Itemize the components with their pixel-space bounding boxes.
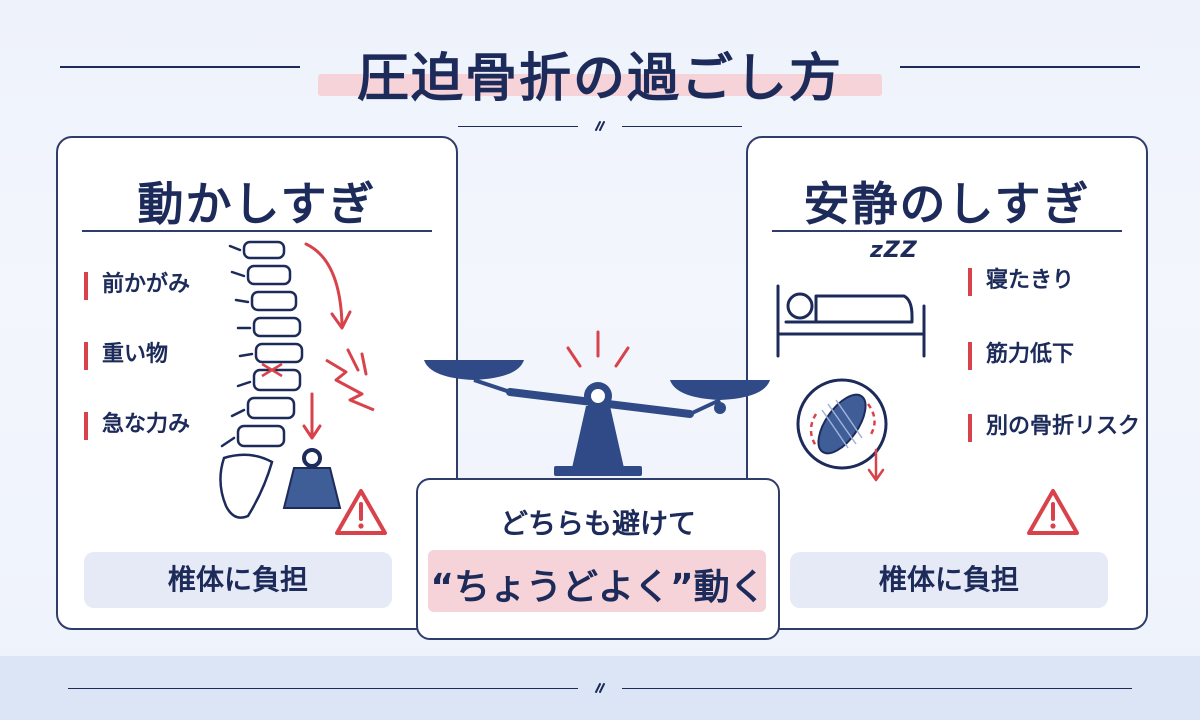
sub-rule-left	[458, 126, 578, 127]
title-rule-left	[60, 66, 300, 68]
right-panel-heading: 安静のしすぎ	[803, 177, 1091, 231]
left-item-3: 急な力み	[84, 412, 190, 440]
down-arrow-icon	[302, 392, 322, 440]
left-panel-rule	[82, 230, 432, 232]
sleep-zzz: zZZ	[870, 238, 918, 263]
center-message-box: どちらも避けて “ちょうどよく”動く	[416, 478, 780, 640]
divider-icon	[595, 121, 605, 131]
page-title: 圧迫骨折の過ごし方	[356, 49, 843, 109]
muscle-icon	[796, 378, 888, 470]
sub-rule-right	[622, 126, 742, 127]
footer-rule-right	[622, 688, 1132, 689]
divider-icon	[595, 683, 605, 693]
title-highlight	[318, 74, 882, 96]
title-rule-right	[900, 66, 1140, 68]
scale-icon	[424, 330, 770, 476]
right-item-2: 筋力低下	[968, 342, 1074, 370]
right-panel-rule	[772, 230, 1122, 232]
weight-icon	[282, 448, 342, 509]
left-item-2: 重い物	[84, 342, 168, 370]
footer-rule-left	[68, 688, 578, 689]
center-line-1: どちらも避けて	[499, 507, 696, 540]
title-block: 圧迫骨折の過ごし方	[300, 28, 900, 109]
decline-arrow-icon	[867, 448, 885, 482]
right-item-1: 寝たきり	[968, 268, 1074, 296]
left-panel-heading: 動かしすぎ	[137, 177, 377, 231]
left-item-1: 前かがみ	[84, 272, 190, 300]
right-item-3: 別の骨折リスク	[968, 414, 1140, 442]
downward-bend-arrow-icon	[304, 242, 352, 330]
center-highlight	[428, 550, 766, 612]
left-burden-box: 椎体に負担	[84, 552, 392, 608]
center-line-2: “ちょうどよく”動く	[430, 567, 766, 608]
right-panel: 安静のしすぎ 寝たきり 筋力低下 別の骨折リスク 椎体に負担	[746, 136, 1148, 630]
warning-icon	[1027, 489, 1079, 535]
spine-icon	[219, 240, 304, 519]
bed-icon	[776, 284, 926, 358]
right-burden-box: 椎体に負担	[790, 552, 1108, 608]
warning-icon	[335, 489, 387, 535]
pain-burst-icon	[325, 348, 375, 412]
